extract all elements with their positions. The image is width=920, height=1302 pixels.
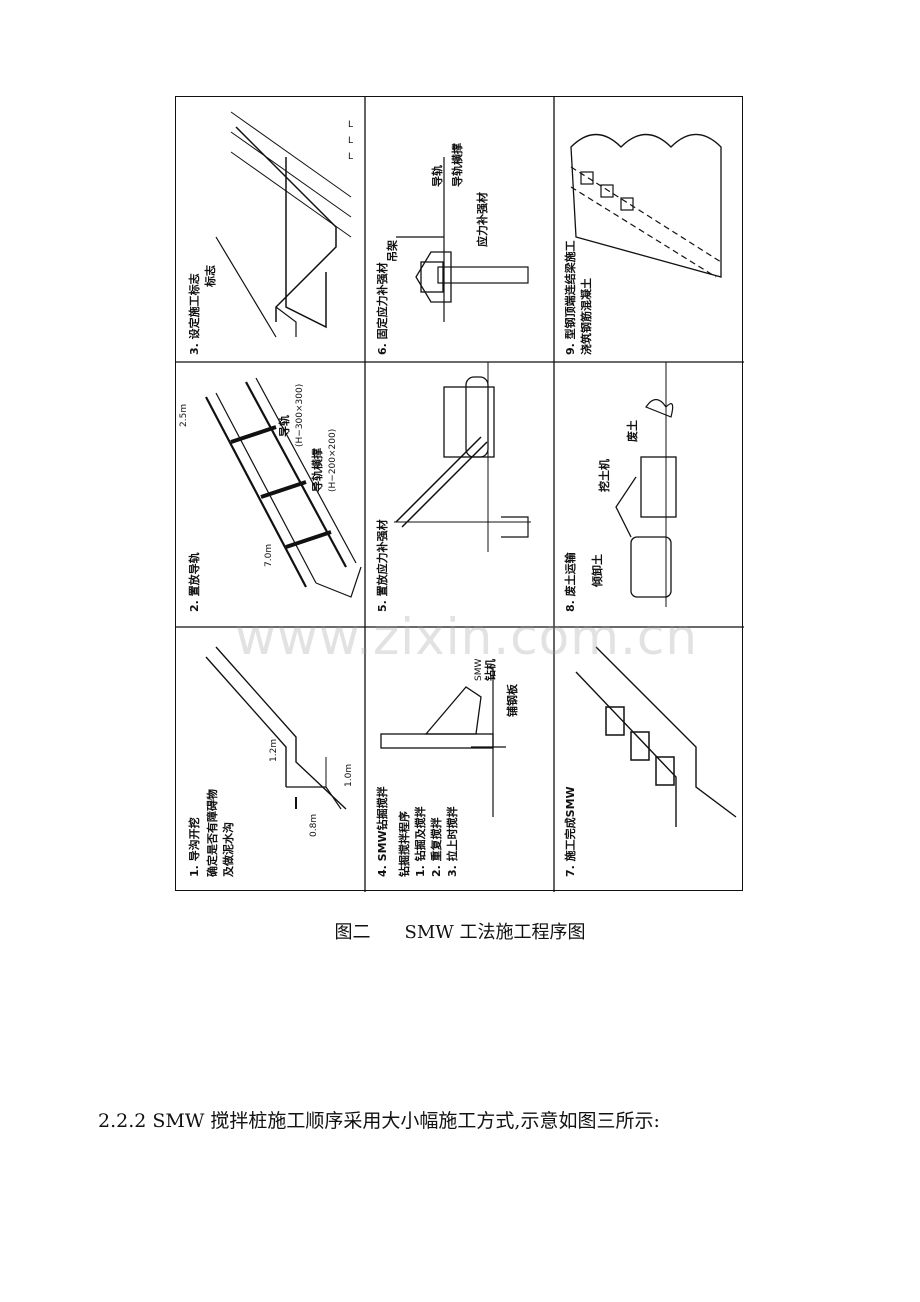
panel-5-title: 5. 置放应力补强材 bbox=[375, 519, 389, 612]
panel-1-title: 1. 导沟开挖 bbox=[187, 817, 201, 877]
procedure-drawing: 1. 导沟开挖 确定是否有障碍物 及做泥水沟 1.2m 1.0m 0.8m 2.… bbox=[176, 97, 744, 892]
panel-6-title: 6. 固定应力补强材 bbox=[375, 262, 389, 355]
label-drill: 钻机 bbox=[483, 659, 497, 681]
panel-9-line-1: 浇筑钢筋混凝土 bbox=[579, 278, 593, 355]
label-smw: SMW bbox=[474, 659, 484, 681]
label-guide-rail-size: (H−300×300) bbox=[295, 384, 305, 447]
panel-5: 5. 置放应力补强材 bbox=[375, 362, 531, 612]
label-L-2: L bbox=[348, 136, 353, 146]
label-excavator: 挖土机 bbox=[597, 459, 611, 492]
label-dump-soil: 倾卸土 bbox=[590, 554, 604, 588]
construction-procedure-figure: 1. 导沟开挖 确定是否有障碍物 及做泥水沟 1.2m 1.0m 0.8m 2.… bbox=[175, 96, 744, 892]
panel-2-title: 2. 置放导轨 bbox=[187, 552, 201, 612]
panel-1-line-1: 确定是否有障碍物 bbox=[205, 789, 219, 877]
panel-3-title: 3. 设定施工标志 bbox=[187, 273, 201, 355]
label-rail-brace: 导轨横撑 bbox=[310, 448, 324, 492]
panel-9-title: 9. 型钢顶端连结梁施工 bbox=[563, 240, 577, 355]
caption-text: SMW 工法施工程序图 bbox=[404, 922, 586, 943]
panel-6: 6. 固定应力补强材 吊架 导轨 导轨横撑 应力补强材 bbox=[375, 143, 529, 355]
label-stiffener: 应力补强材 bbox=[475, 192, 489, 247]
panel-9: 9. 型钢顶端连结梁施工 浇筑钢筋混凝土 bbox=[563, 133, 722, 355]
label-L-1: L bbox=[348, 120, 353, 130]
panel-4-title: 4. SMW钻掘搅拌 bbox=[375, 786, 389, 877]
label-rail-brace-size: (H−200×200) bbox=[328, 429, 338, 492]
label-waste-soil: 废土 bbox=[625, 420, 639, 442]
dim-7-0m: 7.0m bbox=[264, 544, 274, 567]
panel-4: 4. SMW钻掘搅拌 钻掘搅拌程序 1. 钻掘及搅拌 2. 重复搅拌 3. 拉上… bbox=[375, 659, 519, 877]
panel-7: 7. 施工完成SMW bbox=[563, 646, 737, 877]
figure-caption: 图二 SMW 工法施工程序图 bbox=[0, 918, 920, 944]
panel-3: 3. 设定施工标志 标志 L L L bbox=[187, 111, 353, 355]
label-marker: 标志 bbox=[203, 265, 217, 288]
panel-8-title: 8. 废土运输 bbox=[563, 551, 577, 612]
watermark: www.zixin.com.cn bbox=[235, 608, 699, 666]
label-guide-rail: 导轨 bbox=[277, 415, 291, 437]
label-L-3: L bbox=[348, 152, 353, 162]
label-steel-plate: 铺钢板 bbox=[505, 683, 519, 717]
panel-2: 2. 置放导轨 2.5m 导轨 (H−300×300) 导轨横撑 (H−200×… bbox=[179, 377, 362, 612]
dim-1-2m: 1.2m bbox=[269, 739, 279, 762]
label-rail: 导轨 bbox=[430, 165, 444, 187]
dim-2-5m: 2.5m bbox=[179, 404, 189, 427]
panel-4-line-4: 3. 拉上时搅拌 bbox=[445, 806, 459, 877]
dim-1-0m: 1.0m bbox=[344, 764, 354, 787]
panel-7-title: 7. 施工完成SMW bbox=[563, 786, 577, 877]
body-paragraph: 2.2.2 SMW 搅拌桩施工顺序采用大小幅施工方式,示意如图三所示: bbox=[98, 1110, 660, 1132]
panel-4-line-2: 1. 钻掘及搅拌 bbox=[413, 806, 427, 877]
panel-8: 8. 废土运输 倾卸土 挖土机 废土 bbox=[563, 362, 677, 612]
panel-4-line-3: 2. 重复搅拌 bbox=[429, 817, 443, 877]
panel-1-line-2: 及做泥水沟 bbox=[221, 822, 235, 877]
panel-1: 1. 导沟开挖 确定是否有障碍物 及做泥水沟 1.2m 1.0m 0.8m bbox=[187, 646, 354, 877]
label-hanger: 吊架 bbox=[385, 240, 399, 262]
panel-4-line-1: 钻掘搅拌程序 bbox=[397, 811, 411, 877]
caption-label: 图二 bbox=[334, 922, 371, 943]
dim-0-8m: 0.8m bbox=[309, 814, 319, 837]
label-rail-brace-6: 导轨横撑 bbox=[450, 143, 464, 187]
